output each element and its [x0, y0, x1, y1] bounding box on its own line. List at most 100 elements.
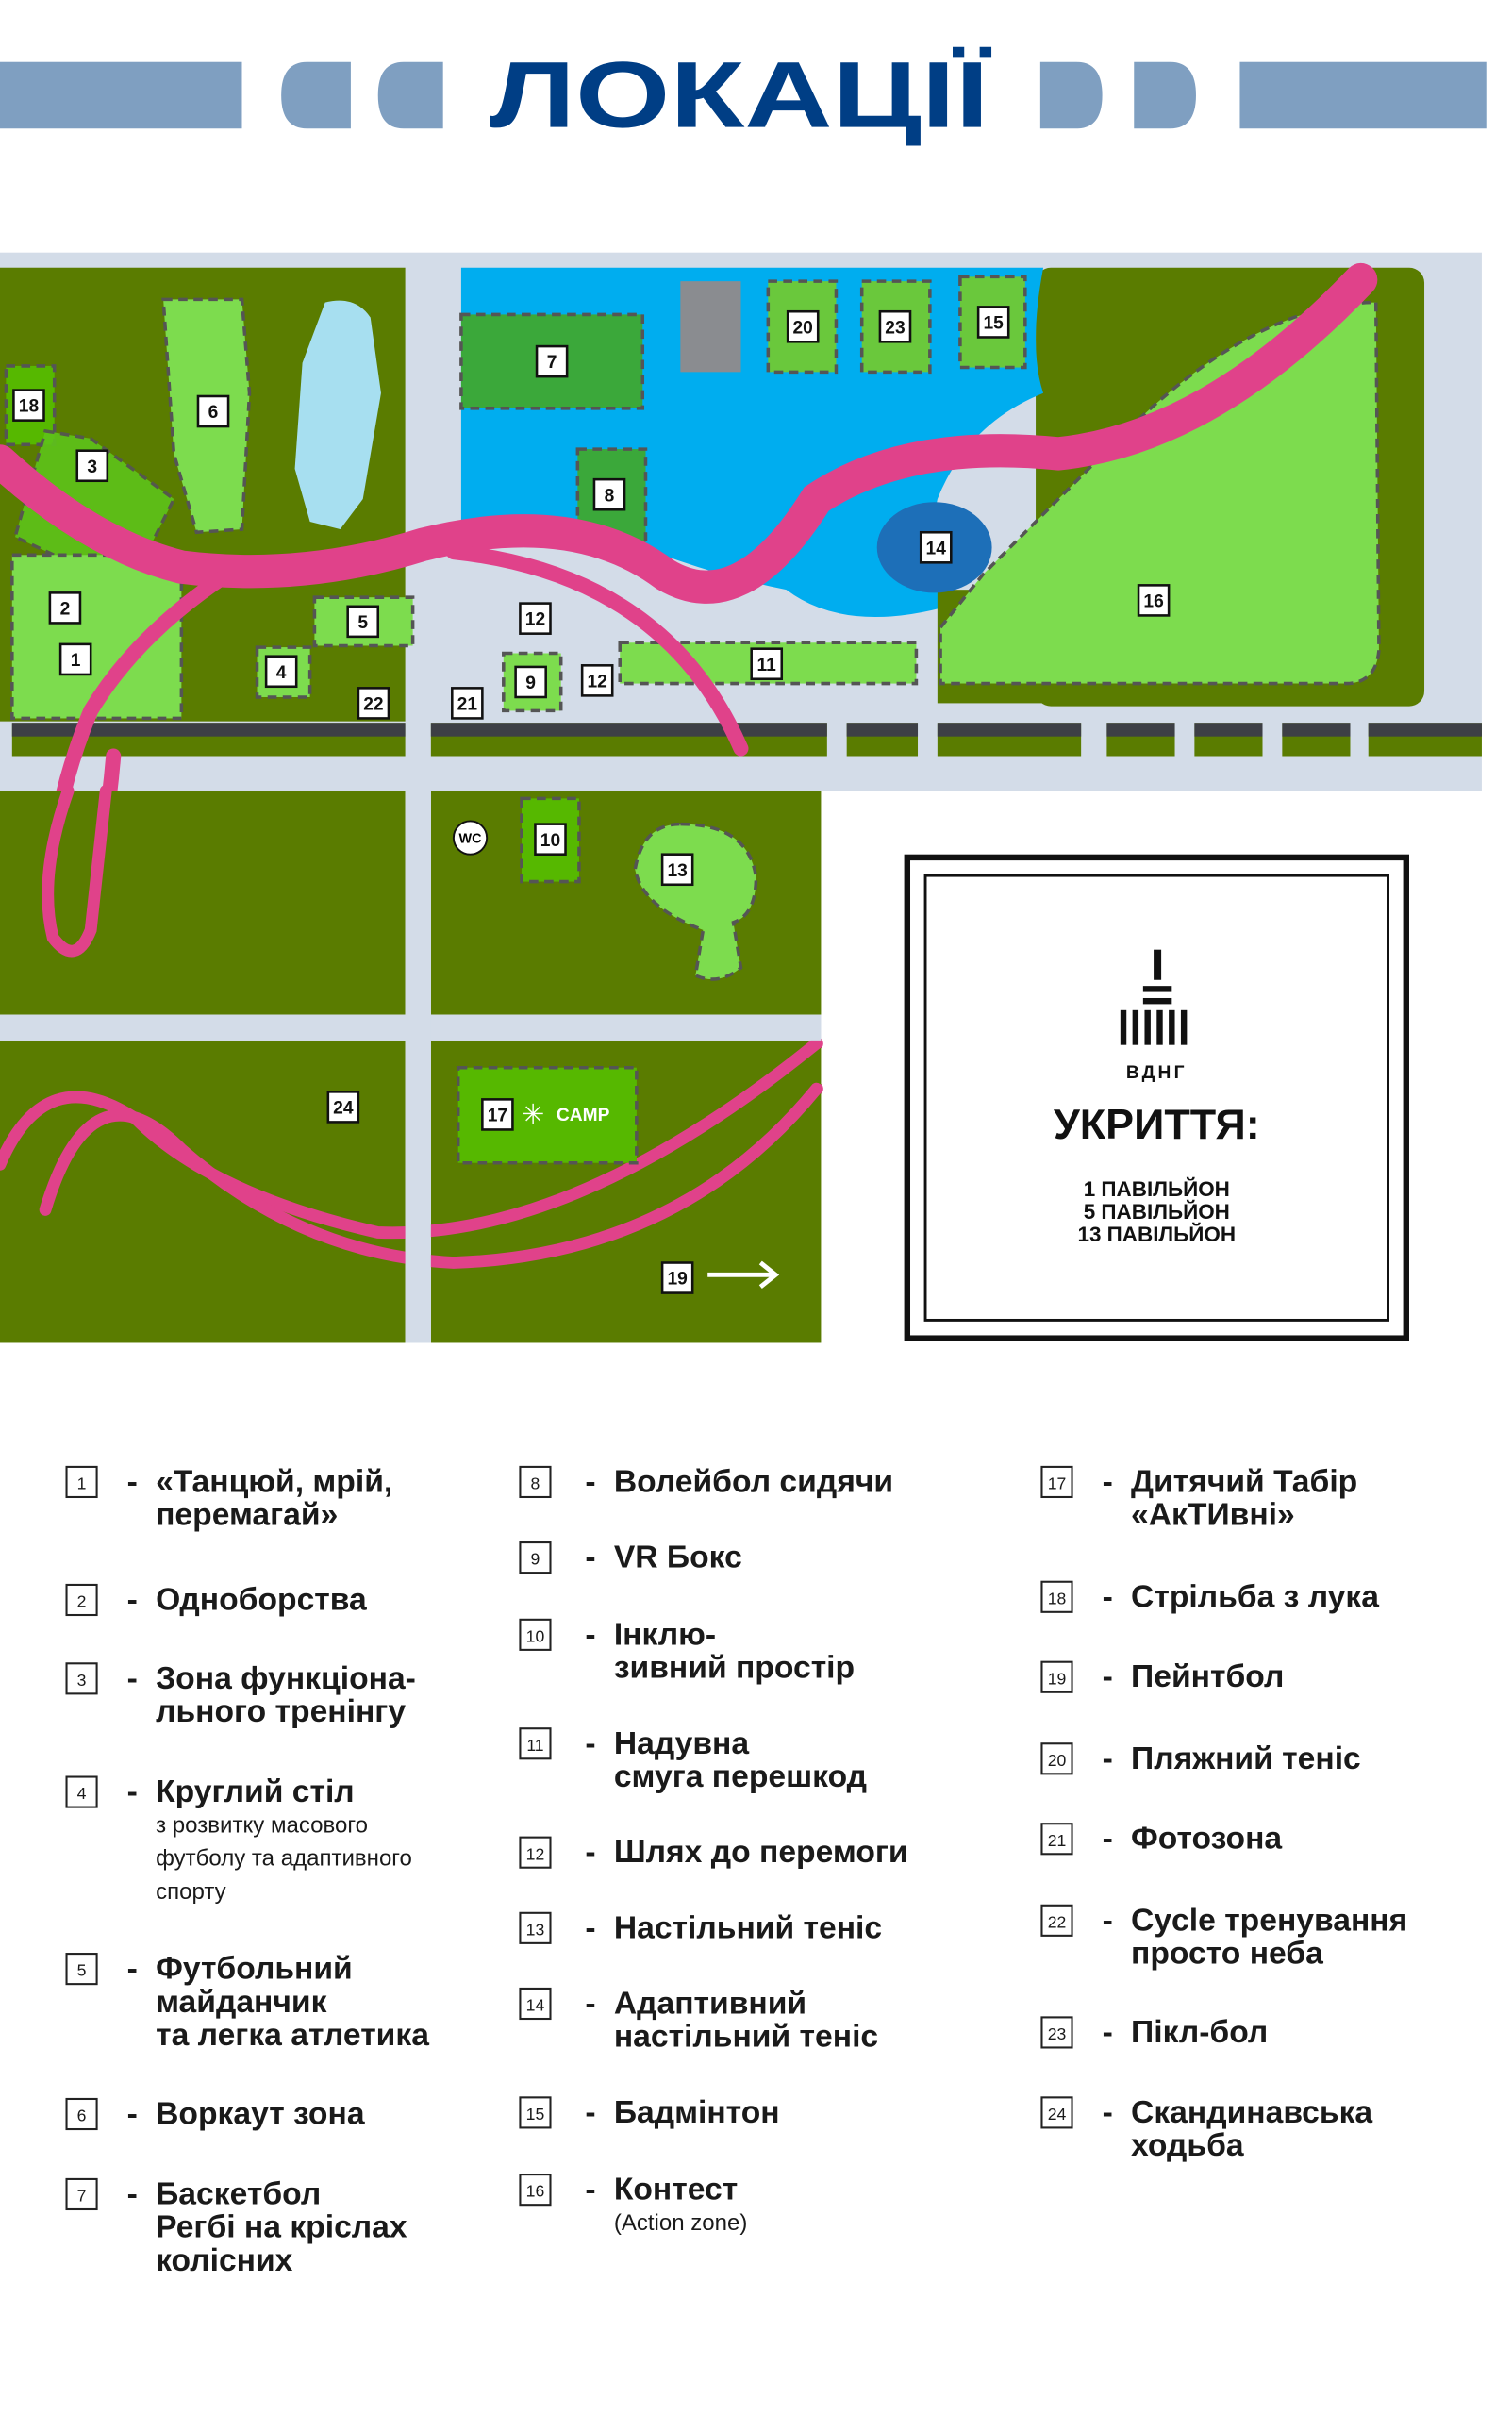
tennis-court-gray — [680, 281, 741, 373]
map-marker-21: 21 — [451, 687, 484, 720]
legend-label: Контест — [614, 2173, 738, 2207]
header-pill-left-2 — [377, 61, 443, 129]
legend-label: Настільний теніс — [614, 1910, 882, 1945]
legend-label: VR Бокс — [614, 1541, 742, 1575]
legend-item-3: 3-Зона функціона-льного тренінгу — [65, 1661, 416, 1729]
legend-sublabel: з розвитку масового — [156, 1812, 368, 1838]
legend-label: Надувна — [614, 1726, 750, 1761]
legend-dash: - — [585, 1464, 595, 1499]
legend-label: Футбольний — [156, 1952, 353, 1987]
legend-number-box — [65, 1583, 98, 1617]
legend-number: 16 — [526, 2182, 545, 2201]
legend-label: Баскетбол — [156, 2176, 321, 2211]
legend-number: 22 — [1048, 1912, 1067, 1931]
legend-label: смуга перешкод — [614, 1759, 867, 1794]
legend-dash: - — [1103, 1579, 1113, 1614]
map-marker-3: 3 — [75, 449, 109, 483]
legend-item-21: 21-Фотозона — [1040, 1822, 1282, 1857]
legend-dash: - — [1103, 1903, 1113, 1938]
lower-paths — [0, 784, 823, 1269]
map-marker-20: 20 — [786, 309, 820, 343]
legend-label: Пейнтбол — [1131, 1659, 1284, 1694]
shelter-box: ВДНГ УКРИТТЯ: 1 ПАВІЛЬЙОН 5 ПАВІЛЬЙОН 13… — [904, 854, 1409, 1341]
legend-label: льного тренінгу — [156, 1694, 406, 1729]
map-marker-6: 6 — [196, 394, 230, 428]
legend-label: Дитячий Табір — [1131, 1464, 1357, 1499]
shelter-title: УКРИТТЯ: — [1054, 1100, 1260, 1148]
legend-label: Зона функціона- — [156, 1661, 416, 1696]
legend-sublabel: (Action zone) — [614, 2210, 748, 2236]
map-marker-label: 13 — [667, 861, 687, 881]
legend-number-box — [1040, 1660, 1073, 1693]
legend-number-box — [519, 1836, 552, 1869]
legend-label: Шлях до перемоги — [614, 1835, 908, 1870]
legend-label: Пікл-бол — [1131, 2015, 1268, 2050]
legend-item-2: 2-Одноборства — [65, 1582, 367, 1617]
map-marker-14: 14 — [919, 530, 953, 564]
legend-number: 8 — [531, 1474, 540, 1493]
map-marker-label: 23 — [885, 318, 905, 338]
legend-label: просто неба — [1131, 1937, 1323, 1972]
legend-number-box — [1040, 1465, 1073, 1499]
legend-number-box — [519, 1541, 552, 1574]
legend-number: 21 — [1048, 1831, 1067, 1850]
legend-dash: - — [1103, 1659, 1113, 1694]
legend-number: 20 — [1048, 1751, 1067, 1770]
legend-number: 2 — [77, 1592, 87, 1611]
legend-dash: - — [1103, 2015, 1113, 2050]
map-marker-label: 17 — [488, 1107, 507, 1126]
legend-label: перемагай» — [156, 1498, 338, 1533]
legend-number: 15 — [526, 2105, 545, 2124]
legend-number-box — [65, 1465, 98, 1499]
legend-label: та легка атлетика — [156, 2018, 429, 2053]
map-marker-label: 3 — [87, 458, 97, 477]
legend-label: Одноборства — [156, 1582, 367, 1617]
legend-number: 10 — [526, 1626, 545, 1645]
legend-dash: - — [585, 2173, 595, 2207]
map-marker-12: 12 — [519, 602, 552, 635]
map-marker-2: 2 — [48, 591, 82, 625]
legend-label: Стрільба з лука — [1131, 1579, 1379, 1614]
legend-number-box — [65, 1775, 98, 1808]
map-marker-label: 20 — [792, 318, 812, 338]
map-marker-label: 14 — [926, 539, 947, 558]
legend-dash: - — [1103, 1741, 1113, 1776]
legend-number-box — [65, 2097, 98, 2131]
legend-dash: - — [585, 1726, 595, 1761]
legend-number: 1 — [77, 1474, 87, 1493]
legend-number-box — [519, 1727, 552, 1760]
zone-7 — [459, 312, 645, 410]
map-marker-10: 10 — [534, 823, 567, 856]
header-bar-left — [0, 61, 242, 129]
legend-label: зивний простір — [614, 1651, 855, 1686]
divider-v2 — [405, 791, 431, 1343]
legend-item-1: 1-«Танцюй, мрій,перемагай» — [65, 1464, 392, 1533]
map-marker-8: 8 — [592, 477, 626, 511]
legend-label: Cycle тренування — [1131, 1903, 1407, 1938]
legend-label: майданчик — [156, 1985, 327, 2020]
map-marker-label: 16 — [1143, 591, 1163, 611]
shelter-line-2: 5 ПАВІЛЬЙОН — [1084, 1200, 1230, 1224]
legend-number-box — [65, 1953, 98, 1986]
legend-dash: - — [585, 1910, 595, 1945]
legend-label: «Танцюй, мрій, — [156, 1464, 392, 1499]
legend-dash: - — [127, 1952, 138, 1987]
legend-label: Фотозона — [1131, 1822, 1282, 1857]
legend-number: 3 — [77, 1671, 87, 1690]
legend-number-box — [1040, 1904, 1073, 1937]
camp-label: CAMP — [557, 1106, 610, 1125]
legend-number: 7 — [77, 2187, 87, 2206]
legend-label: Бадмінтон — [614, 2095, 780, 2130]
legend-dash: - — [127, 2096, 138, 2131]
legend-label: Воркаут зона — [156, 2096, 365, 2131]
legend-item-15: 15-Бадмінтон — [519, 2095, 780, 2130]
legend-sublabel: футболу та адаптивного — [156, 1846, 412, 1872]
legend-item-10: 10-Інклю-зивний простір — [519, 1617, 855, 1686]
map-marker-19: 19 — [660, 1261, 694, 1294]
wc-marker: WC — [452, 820, 489, 856]
header-pill-left-1 — [281, 61, 351, 129]
